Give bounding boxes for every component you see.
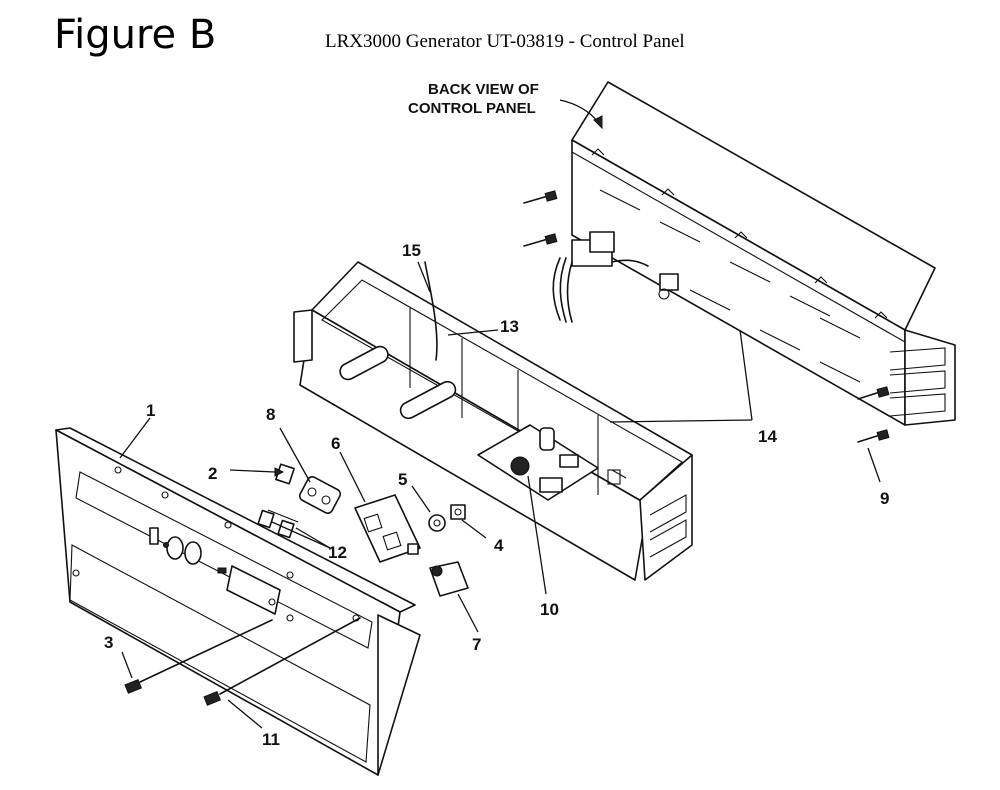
- callout-7: 7: [472, 635, 481, 654]
- front-panel: [55, 427, 421, 776]
- callout-10: 10: [540, 600, 559, 619]
- control-box-enclosure: [293, 261, 693, 581]
- figure-title: LRX3000 Generator UT-03819 - Control Pan…: [325, 31, 685, 52]
- callout-9: 9: [880, 489, 889, 508]
- callout-8: 8: [266, 405, 275, 424]
- callout-6: 6: [331, 434, 340, 453]
- callout-12: 12: [328, 543, 347, 562]
- callout-14: 14: [758, 427, 777, 446]
- callout-1: 1: [146, 401, 155, 420]
- figure-label: Figure B: [54, 12, 217, 58]
- back-view-label-line2: CONTROL PANEL: [408, 100, 536, 117]
- leader-lines: [119, 99, 881, 729]
- back-view-label-line1: BACK VIEW OF: [428, 81, 539, 98]
- callout-4: 4: [494, 536, 504, 555]
- callout-11: 11: [262, 730, 280, 749]
- small-components: [257, 463, 469, 597]
- back-panel-screws: [523, 190, 890, 443]
- callout-5: 5: [398, 470, 407, 489]
- front-panel-screws: [124, 617, 361, 706]
- callout-2: 2: [208, 464, 217, 483]
- callout-3: 3: [104, 633, 113, 652]
- callout-13: 13: [500, 317, 519, 336]
- back-panel-assembly: [552, 81, 956, 426]
- callout-15: 15: [402, 241, 421, 260]
